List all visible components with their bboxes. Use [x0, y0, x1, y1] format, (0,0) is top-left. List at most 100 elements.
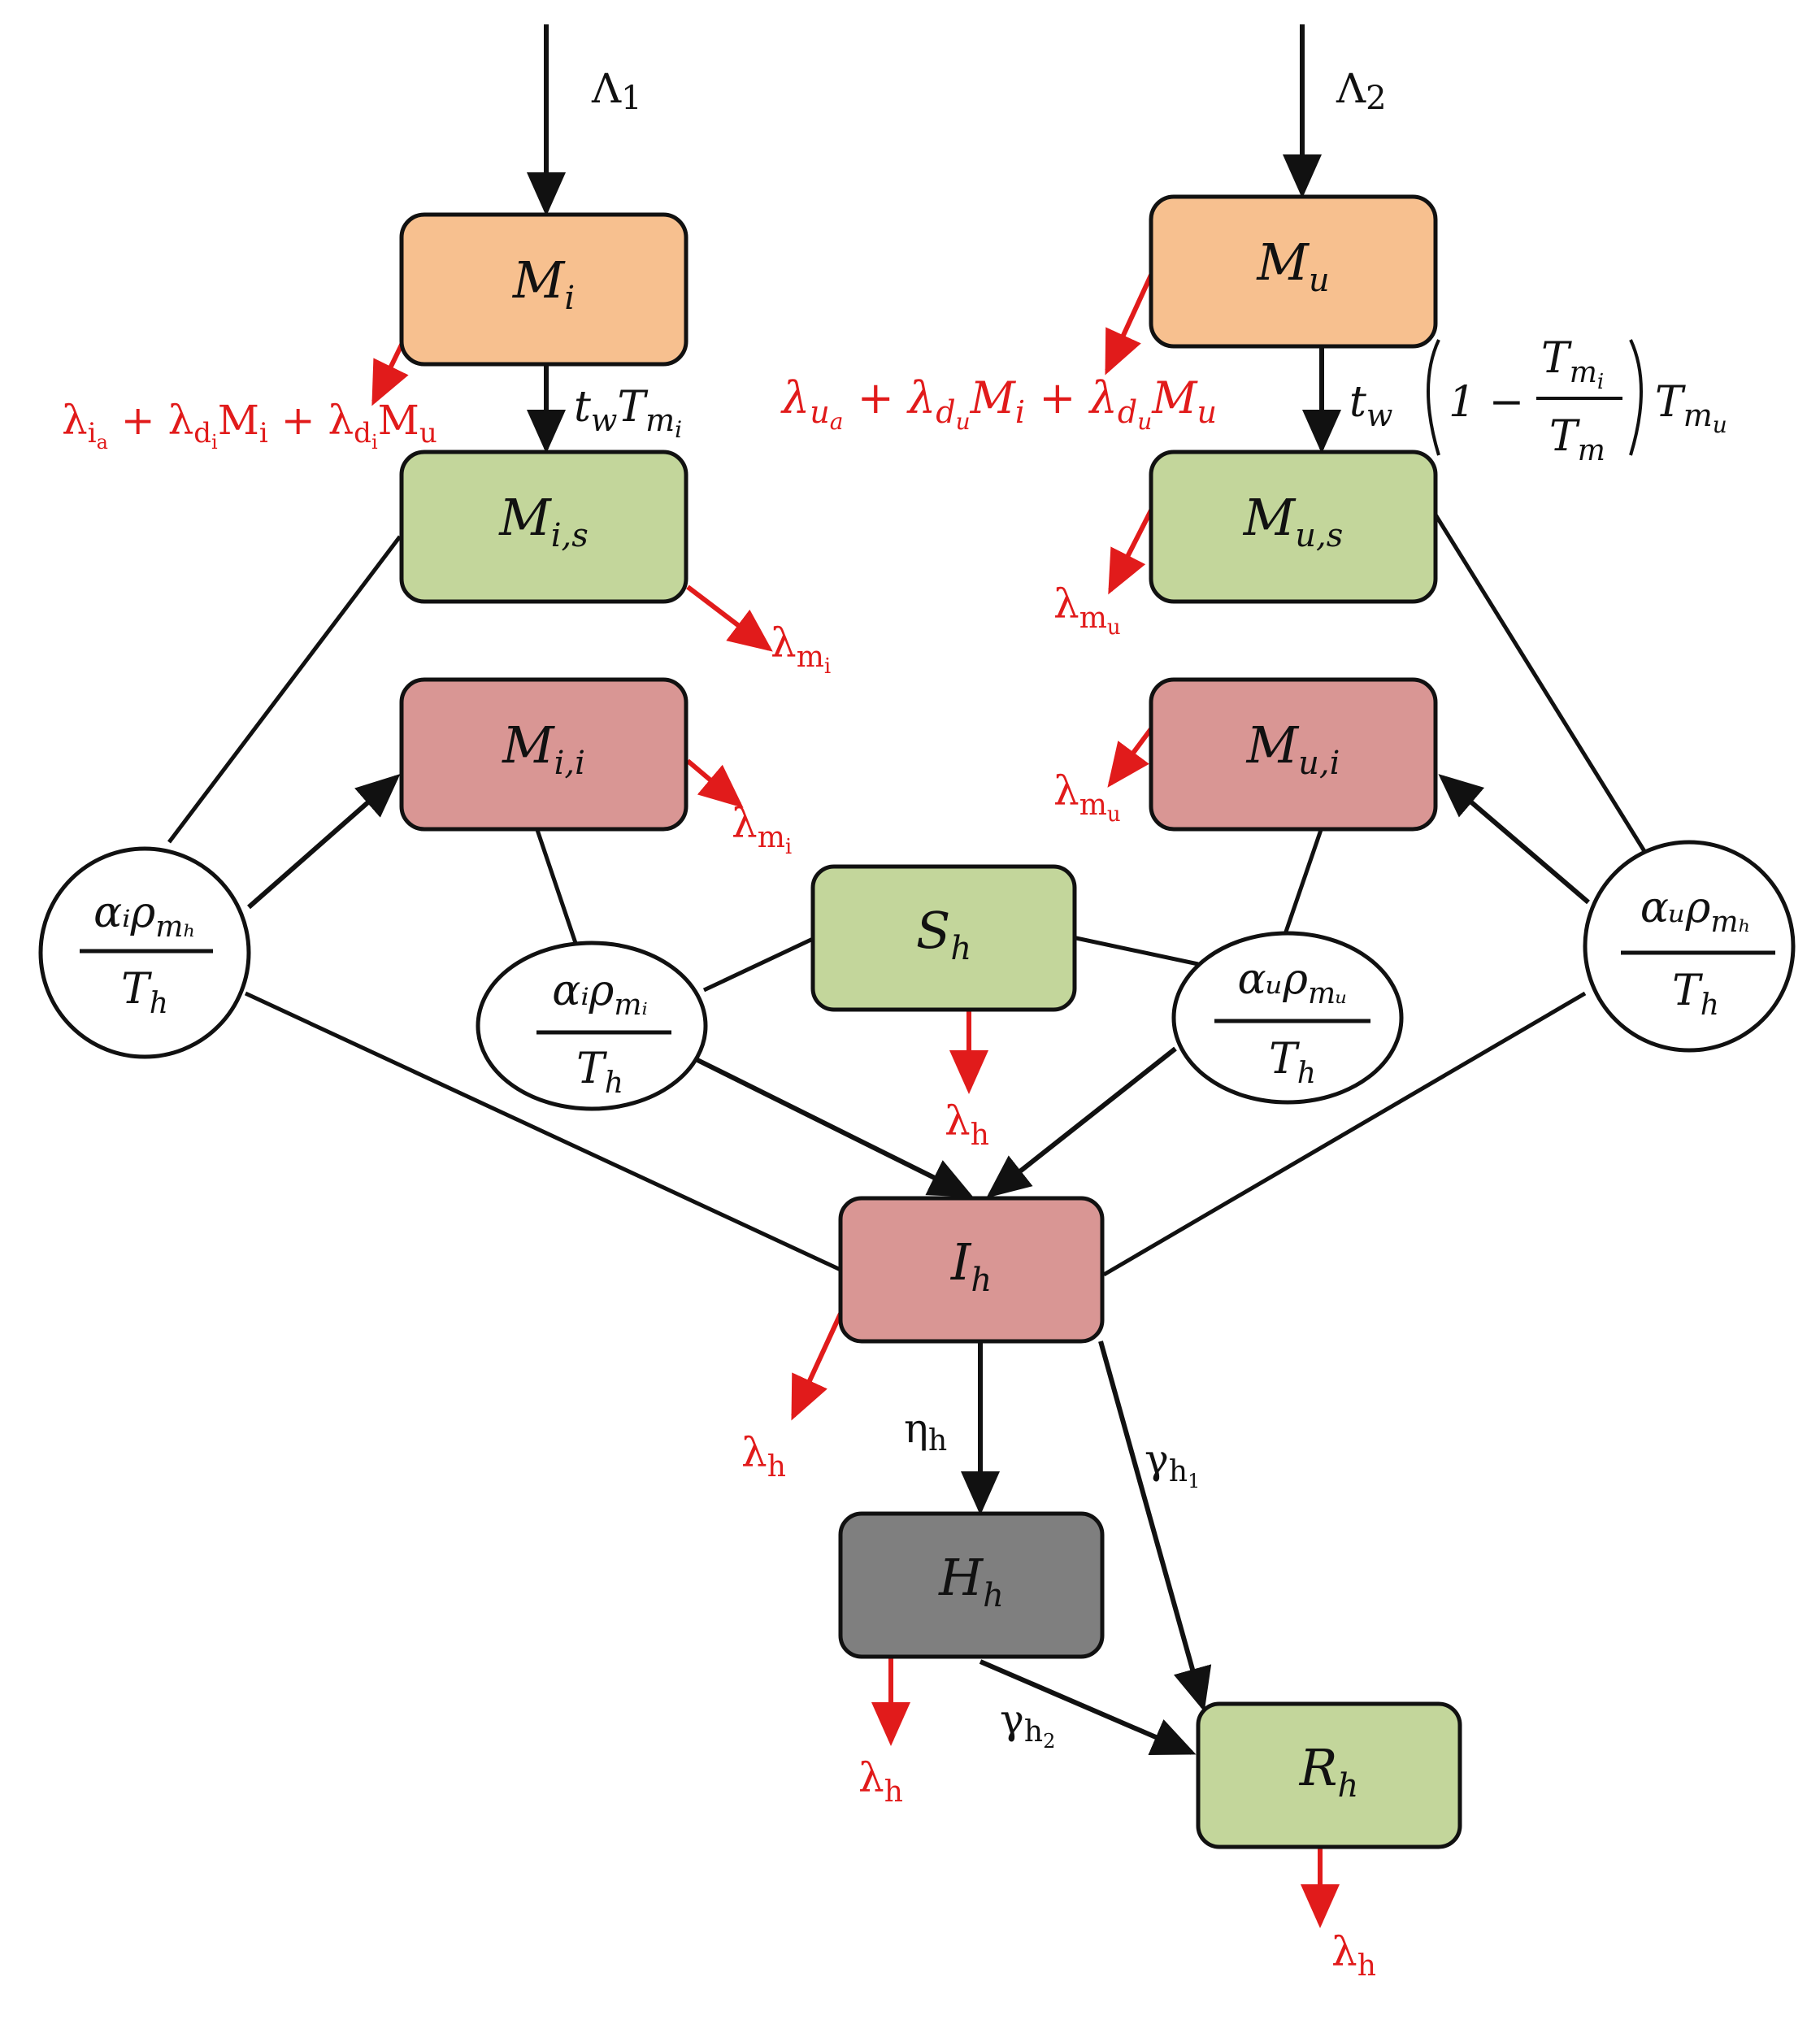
- red-arrow-mu-loss: [1105, 270, 1155, 376]
- red-arrow-mus-loss: [1108, 506, 1155, 595]
- gamma-h1-label: γ: [1145, 1436, 1169, 1483]
- box-sh-label: S: [916, 901, 950, 960]
- loss-labels: λia + λdiMi + λdiMu λua + λduMi + λduMu …: [62, 372, 1376, 1983]
- svg-text:λmi: λmi: [732, 800, 792, 859]
- svg-text:ηh: ηh: [904, 1405, 947, 1458]
- svg-text:Rh: Rh: [1299, 1738, 1358, 1805]
- compartment-boxes: Mi Mu Mi,s Mu,s Mi,i Mu,i Sh Ih: [399, 194, 1462, 1849]
- box-mui: Mu,i: [1149, 677, 1438, 832]
- rate-labels: twTmi tw 1 − Tmi Tm Tmu ηh γh1 γh2: [574, 334, 1727, 1753]
- box-mii-sub: i,i: [554, 745, 585, 782]
- input-labels: Λ1 Λ2: [591, 65, 1387, 117]
- svg-text:αᵢρmₕ: αᵢρmₕ: [93, 889, 196, 944]
- arrow-hh-to-rh: [979, 1659, 1197, 1756]
- box-mui-sub: u,i: [1298, 745, 1340, 782]
- svg-text:Th: Th: [121, 965, 168, 1020]
- node-left-inner: αᵢρmᵢ Th: [476, 941, 708, 1111]
- svg-text:Λ2: Λ2: [1336, 65, 1387, 117]
- svg-text:Mi,s: Mi,s: [498, 488, 589, 554]
- box-mus-label: M: [1243, 488, 1297, 547]
- red-arrow-mii-loss: [686, 758, 744, 808]
- svg-text:Sh: Sh: [916, 901, 971, 967]
- box-hh-sub: h: [983, 1577, 1004, 1614]
- box-mis-sub: i,s: [551, 517, 589, 554]
- svg-text:λmu: λmu: [1053, 767, 1121, 827]
- node-left-outer: αᵢρmₕ Th: [38, 846, 251, 1059]
- svg-text:Hh: Hh: [938, 1548, 1004, 1614]
- line-mui-to-right-inner: [1282, 827, 1324, 937]
- box-rh-label: R: [1299, 1738, 1338, 1797]
- line-mis-to-left-outer: [167, 535, 402, 844]
- svg-text:λh: λh: [945, 1097, 989, 1152]
- box-mu-label: M: [1256, 232, 1310, 292]
- line-mus-to-right-outer: [1431, 511, 1649, 857]
- svg-text:twTmi: twTmi: [574, 383, 682, 443]
- box-mi: Mi: [399, 212, 688, 367]
- svg-text:Mu,i: Mu,i: [1246, 715, 1340, 782]
- svg-text:Ih: Ih: [950, 1232, 992, 1299]
- svg-text:αᵤρmᵤ: αᵤρmᵤ: [1238, 955, 1348, 1010]
- svg-text:Tm: Tm: [1549, 412, 1605, 467]
- gamma-h2-label: γ: [1000, 1696, 1024, 1743]
- rate-tw-tmi: twTmi: [574, 383, 682, 443]
- box-ih-label: I: [950, 1232, 972, 1292]
- box-ih: Ih: [838, 1196, 1105, 1344]
- box-mi-sub: i: [564, 280, 575, 317]
- transmission-nodes: αᵢρmₕ Th αᵢρmᵢ Th αᵤρmᵤ Th αᵤρmₕ Th: [38, 840, 1796, 1111]
- loss-mi-label: λia + λdiMi + λdiMu: [62, 397, 437, 454]
- line-right-outer-to-ih: [1102, 991, 1587, 1277]
- svg-text:Λ1: Λ1: [591, 65, 642, 117]
- svg-text:Tmu: Tmu: [1655, 378, 1727, 438]
- box-mi-label: M: [512, 250, 566, 310]
- arrow-right-inner-to-ih: [986, 1046, 1177, 1198]
- line-left-outer-to-ih: [244, 991, 842, 1272]
- red-arrow-mis-loss: [686, 584, 773, 652]
- line-sh-to-left-inner: [702, 936, 816, 993]
- box-ih-sub: h: [971, 1262, 992, 1299]
- box-mus: Mu,s: [1149, 450, 1438, 604]
- svg-text:Mi: Mi: [512, 250, 575, 317]
- red-arrow-ih-loss: [791, 1312, 843, 1421]
- svg-text:γh1: γh1: [1145, 1436, 1200, 1492]
- svg-text:λh: λh: [1331, 1928, 1376, 1983]
- box-hh-label: H: [938, 1548, 984, 1607]
- red-arrow-mui-loss: [1107, 725, 1155, 788]
- svg-text:γh2: γh2: [1000, 1696, 1055, 1753]
- connector-lines: [167, 511, 1649, 1277]
- svg-text:Mu,s: Mu,s: [1243, 488, 1344, 554]
- loss-arrows: [371, 270, 1340, 1928]
- svg-text:Tmi: Tmi: [1541, 334, 1604, 394]
- box-mii: Mi,i: [399, 677, 688, 832]
- lambda2-label: Λ: [1336, 65, 1366, 112]
- svg-text:Th: Th: [1672, 967, 1719, 1022]
- arrow-ih-to-rh: [1098, 1340, 1212, 1712]
- svg-text:1 −: 1 −: [1449, 378, 1524, 427]
- box-sh: Sh: [810, 864, 1077, 1012]
- box-mus-sub: u,s: [1295, 517, 1343, 554]
- loss-mu-label: λua + λduMi + λduMu: [780, 372, 1217, 435]
- svg-text:λmi: λmi: [771, 619, 831, 679]
- svg-text:λh: λh: [858, 1754, 903, 1809]
- svg-text:λh: λh: [741, 1429, 786, 1484]
- line-sh-to-right-inner: [1075, 936, 1199, 967]
- svg-text:tw: tw: [1349, 378, 1392, 433]
- node-right-inner: αᵤρmᵤ Th: [1171, 931, 1404, 1105]
- svg-text:Mi,i: Mi,i: [502, 715, 585, 782]
- box-rh-sub: h: [1337, 1767, 1358, 1805]
- arrow-left-outer-to-mii: [247, 774, 401, 910]
- rate-tw-tmu: tw 1 − Tmi Tm Tmu: [1349, 334, 1727, 467]
- arrow-right-outer-to-mui: [1438, 774, 1590, 905]
- lambda1-label: Λ: [591, 65, 622, 112]
- node-right-outer: αᵤρmₕ Th: [1583, 840, 1796, 1053]
- flow-arrows: [247, 24, 1590, 1756]
- svg-text:Th: Th: [1269, 1035, 1316, 1090]
- red-arrow-mi-loss: [371, 340, 409, 406]
- svg-text:αᵢρmᵢ: αᵢρmᵢ: [552, 967, 648, 1022]
- box-mis: Mi,s: [399, 450, 688, 604]
- box-mu: Mu: [1149, 194, 1438, 349]
- box-mui-label: M: [1246, 715, 1300, 775]
- box-mu-sub: u: [1309, 262, 1330, 299]
- box-mis-label: M: [498, 488, 552, 547]
- eta-h-label: η: [904, 1405, 928, 1452]
